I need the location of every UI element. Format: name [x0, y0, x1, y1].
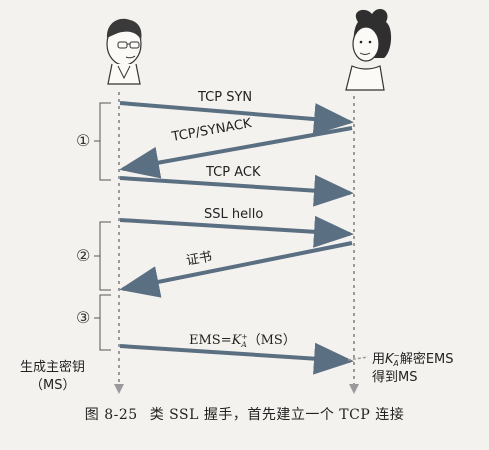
right-note-line2: 得到MS [372, 370, 418, 385]
message-ssl-hello: SSL hello [204, 207, 264, 222]
message-tcp-syn: TCP SYN [198, 90, 253, 105]
figure-caption: 图 8-25 类 SSL 握手，首先建立一个 TCP 连接 [0, 404, 489, 424]
arrow-ems-leader [347, 356, 369, 361]
arrow-tcp-ack [119, 174, 354, 207]
phase-1-marker: ① [76, 131, 91, 150]
arrow-ssl-hello [119, 215, 354, 248]
left-note-line2: （MS） [30, 378, 76, 393]
message-ems: EMS=K+A（MS） [189, 331, 296, 349]
bracket-3 [99, 294, 111, 351]
client-avatar [106, 18, 142, 85]
bracket-1 [99, 102, 111, 181]
message-tcp-ack: TCP ACK [206, 165, 261, 180]
server-avatar [345, 8, 392, 91]
arrow-tcp-synack [119, 126, 353, 179]
bracket-2 [99, 221, 111, 291]
figure-title: 类 SSL 握手，首先建立一个 TCP 连接 [149, 407, 405, 423]
arrow-tcp-syn [119, 101, 354, 135]
left-note-line1: 生成主密钥 [20, 360, 86, 375]
figure-number: 图 8-25 [84, 407, 138, 423]
phase-2-marker: ② [76, 246, 91, 265]
arrow-certificate [119, 241, 353, 298]
phase-3-marker: ③ [76, 308, 91, 327]
arrow-ems [119, 342, 354, 375]
